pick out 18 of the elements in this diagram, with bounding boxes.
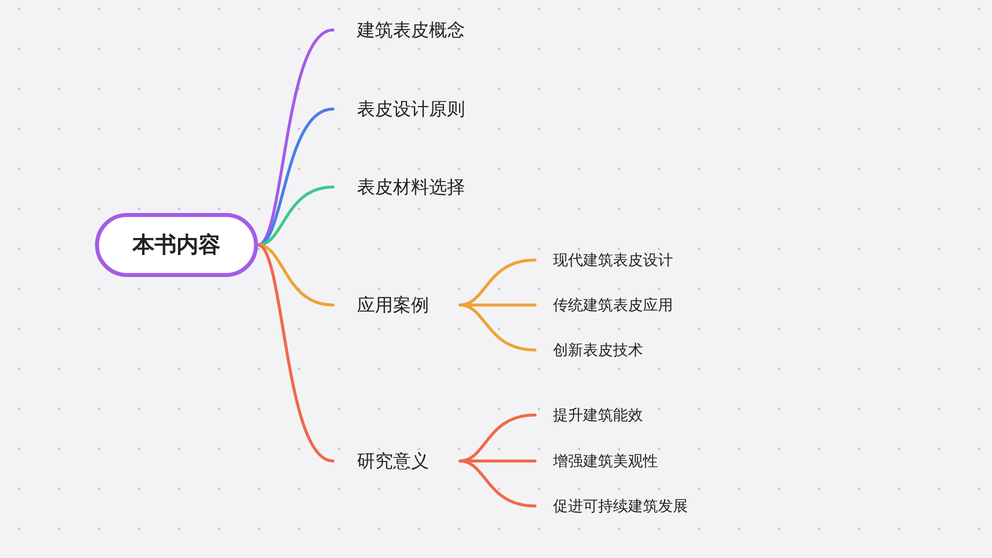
branch-topic: 表皮材料选择 [333, 172, 465, 202]
branch-connector [458, 304, 536, 352]
branch-connector [458, 460, 536, 508]
subtopic: 创新表皮技术 [535, 337, 643, 363]
branch-topic: 研究意义 [333, 446, 460, 476]
subtopic: 增强建筑美观性 [535, 448, 658, 474]
branch-topic: 应用案例 [333, 290, 460, 320]
branch-connector [256, 28, 334, 246]
central-topic-pill: 本书内容 [95, 213, 258, 277]
branch-connector [256, 244, 334, 306]
subtopic: 现代建筑表皮设计 [535, 247, 673, 273]
subtopic: 传统建筑表皮应用 [535, 292, 673, 318]
branch-connector [256, 244, 334, 462]
branch-topic: 建筑表皮概念 [333, 15, 465, 45]
branch-topic: 表皮设计原则 [333, 94, 465, 124]
subtopic: 提升建筑能效 [535, 402, 643, 428]
branch-connector [256, 108, 334, 246]
subtopic: 促进可持续建筑发展 [535, 493, 688, 519]
